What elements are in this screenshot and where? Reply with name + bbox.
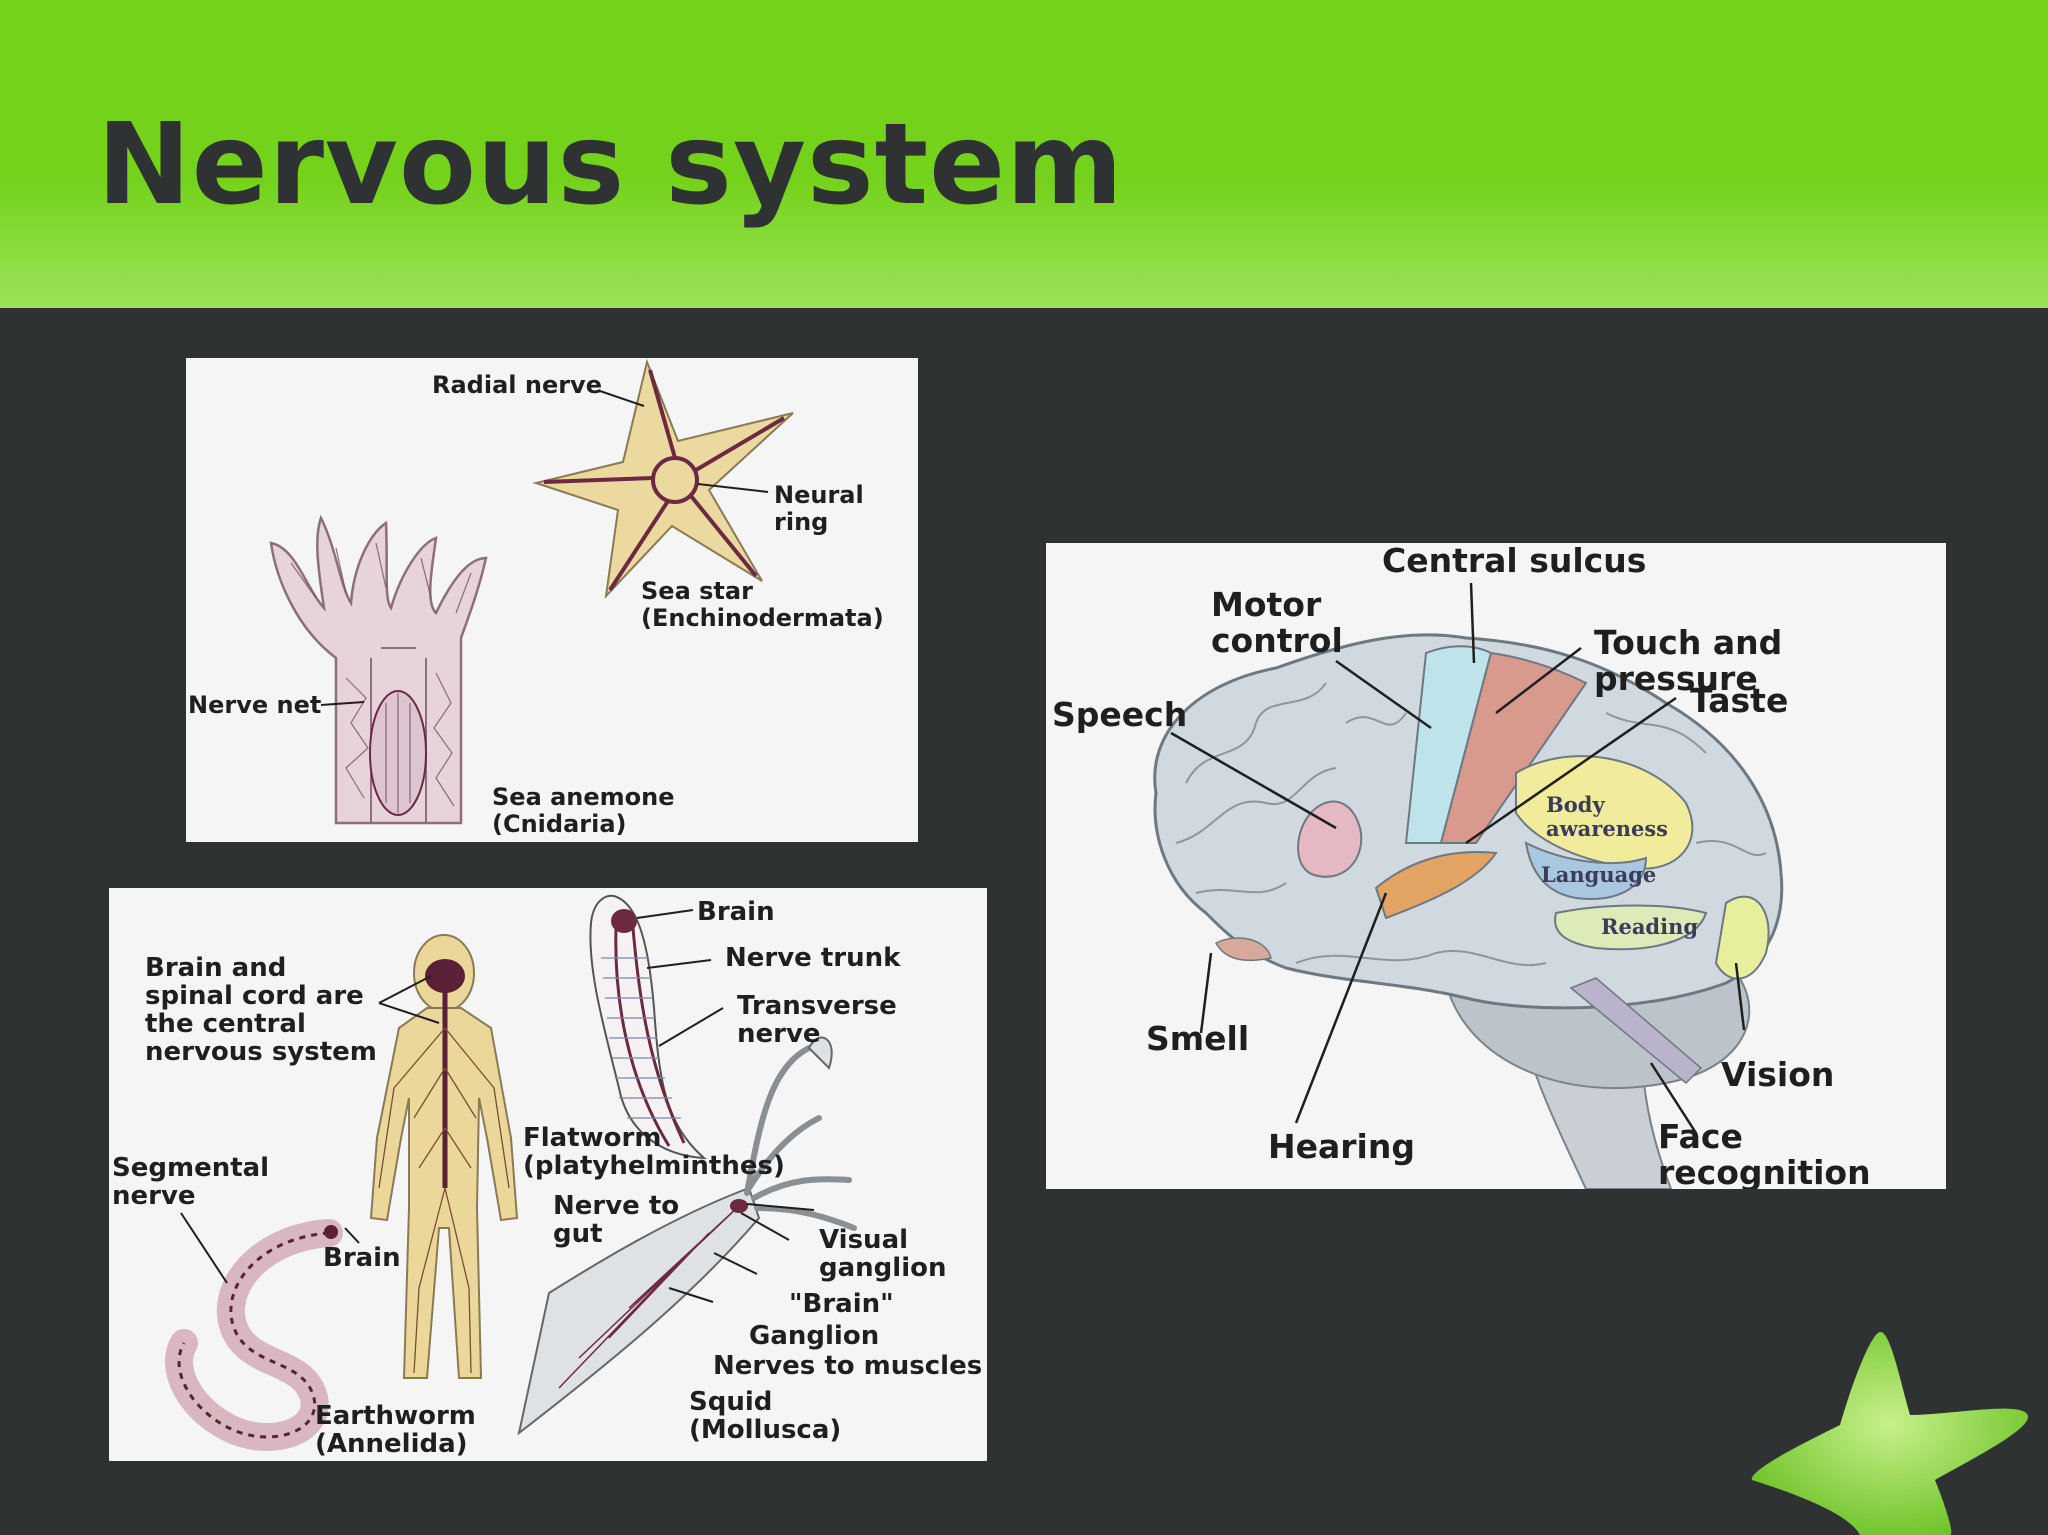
squid-label: Squid (Mollusca) — [689, 1387, 842, 1445]
body-awareness-label: Body awareness — [1546, 792, 1668, 841]
sea-star-label: Sea star (Enchinodermata) — [641, 577, 884, 632]
brain-drawing — [1153, 582, 1784, 1189]
nerve-trunk-label: Nerve trunk — [725, 943, 901, 973]
bilaterian-illustration — [165, 894, 857, 1451]
cnidaria-echinoderm-illustration — [269, 358, 794, 825]
slide-title: Nervous system — [97, 100, 1124, 230]
visual-ganglion-label: Visual ganglion — [819, 1225, 947, 1283]
reading-label: Reading — [1601, 914, 1699, 939]
earthworm-drawing — [165, 1212, 360, 1451]
earthworm-label: Earthworm (Annelida) — [315, 1401, 476, 1459]
radial-nerve-label: Radial nerve — [432, 371, 602, 399]
cnidaria-echinoderm-figure: Radial nerve Neural ring Sea star (Enchi… — [186, 358, 918, 842]
flatworm-drawing — [589, 894, 724, 1160]
star-decoration-icon — [1751, 1331, 2029, 1535]
language-label: Language — [1541, 862, 1657, 887]
central-sulcus-label: Central sulcus — [1382, 543, 1647, 580]
taste-label: Taste — [1690, 681, 1789, 720]
segmental-nerve-label: Segmental nerve — [112, 1153, 270, 1211]
human-drawing — [369, 934, 519, 1379]
squid-drawing — [517, 1036, 857, 1436]
nerves-to-muscles-label: Nerves to muscles — [713, 1351, 983, 1381]
sea-star-drawing — [532, 358, 794, 599]
flatworm-brain-label: Brain — [697, 897, 775, 927]
face-recognition-label: Face recognition — [1658, 1117, 1871, 1190]
speech-label: Speech — [1052, 695, 1188, 734]
bilaterian-nervous-systems-figure: Brain and spinal cord are the central ne… — [109, 888, 987, 1461]
motor-control-label: Motor control — [1211, 585, 1343, 660]
ganglion-label: Ganglion — [749, 1321, 880, 1351]
transverse-nerve-label: Transverse nerve — [737, 991, 897, 1049]
flatworm-label: Flatworm (platyhelminthes) — [523, 1123, 785, 1181]
slide-header: Nervous system — [0, 0, 2048, 308]
smell-label: Smell — [1146, 1019, 1250, 1058]
earthworm-brain-label: Brain — [323, 1243, 401, 1273]
brain-functions-figure: Central sulcus Motor control Touch and p… — [1046, 543, 1946, 1189]
touch-pressure-label: Touch and pressure — [1594, 623, 1783, 698]
vision-label: Vision — [1721, 1055, 1835, 1094]
sea-anemone-drawing — [269, 514, 488, 825]
nerve-to-gut-label: Nerve to gut — [553, 1191, 680, 1249]
brain-spinal-cord-label: Brain and spinal cord are the central ne… — [145, 953, 377, 1067]
brain-illustration — [1153, 582, 1784, 1189]
nerve-net-label: Nerve net — [188, 691, 322, 719]
neural-ring-label: Neural ring — [774, 481, 864, 536]
sea-anemone-label: Sea anemone (Cnidaria) — [492, 783, 675, 838]
squid-brain-label: "Brain" — [789, 1289, 894, 1319]
hearing-label: Hearing — [1268, 1127, 1415, 1166]
